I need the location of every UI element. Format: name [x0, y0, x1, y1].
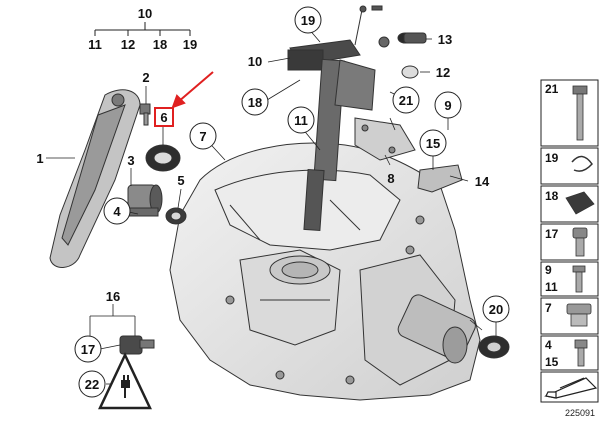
leader-lines [46, 27, 497, 385]
callout-6: 6 [160, 110, 167, 125]
side-label-9: 9 [545, 263, 552, 277]
callout-5: 5 [177, 173, 184, 188]
callout-9: 9 [444, 98, 451, 113]
callout-11-group: 11 [88, 37, 102, 52]
part-22-warning-icon [98, 352, 152, 410]
side-label-15: 15 [545, 355, 559, 369]
part-12-cap [401, 65, 419, 79]
side-part-17-bolt [572, 227, 588, 257]
side-part-18-block [565, 191, 595, 215]
callout-7: 7 [199, 129, 206, 144]
callout-15: 15 [426, 136, 440, 151]
callout-3: 3 [127, 153, 134, 168]
part-8-bracket [354, 117, 416, 161]
callout-21: 21 [399, 93, 413, 108]
part-20-seal [478, 335, 510, 359]
shift-mechanism [287, 5, 390, 232]
side-part-21-bolt [572, 85, 588, 141]
part-13-switch [397, 32, 427, 44]
side-label-7: 7 [545, 301, 552, 315]
callout-8: 8 [387, 171, 394, 186]
callout-1: 1 [36, 151, 43, 166]
side-panel [540, 79, 599, 403]
callout-18: 18 [248, 95, 262, 110]
side-label-11: 11 [545, 280, 558, 294]
callout-2: 2 [142, 70, 149, 85]
side-part-4-bolt [574, 339, 588, 367]
callout-22: 22 [85, 377, 99, 392]
side-part-7-plug [566, 303, 592, 327]
callout-12: 12 [436, 65, 450, 80]
callout-13: 13 [438, 32, 452, 47]
group-bracket-10 [94, 22, 191, 36]
catalog-number: 225091 [565, 408, 595, 418]
highlight-box [154, 107, 174, 127]
callout-16: 16 [106, 289, 120, 304]
side-part-9-bolt [572, 265, 586, 293]
red-arrow [171, 71, 214, 109]
side-part-wedge-icon [544, 377, 598, 399]
side-label-19: 19 [545, 151, 559, 165]
part-1-release-lever [49, 89, 141, 268]
side-label-17: 17 [545, 227, 559, 241]
callout-19-group: 19 [183, 37, 197, 52]
callout-17: 17 [81, 342, 95, 357]
part-2-bolt [139, 103, 151, 126]
callout-4: 4 [113, 204, 121, 219]
part-5-ring [165, 207, 187, 225]
part-14-plate [417, 164, 463, 193]
part-17-sensor [119, 335, 155, 355]
callout-18-group: 18 [153, 37, 167, 52]
callout-10-group: 10 [138, 6, 152, 21]
callout-10: 10 [248, 54, 262, 69]
callout-20: 20 [489, 302, 503, 317]
side-label-4: 4 [545, 338, 552, 352]
callout-circles [74, 6, 510, 398]
side-label-21: 21 [545, 82, 559, 96]
callout-14: 14 [475, 174, 490, 189]
side-label-18: 18 [545, 189, 559, 203]
gearbox-housing [169, 142, 481, 401]
callout-11: 11 [294, 113, 308, 128]
side-part-19-clip [571, 155, 593, 172]
callout-12-group: 12 [121, 37, 135, 52]
part-3-release-bearing [127, 184, 163, 217]
part-6-seal [145, 144, 181, 172]
callout-19: 19 [301, 13, 315, 28]
